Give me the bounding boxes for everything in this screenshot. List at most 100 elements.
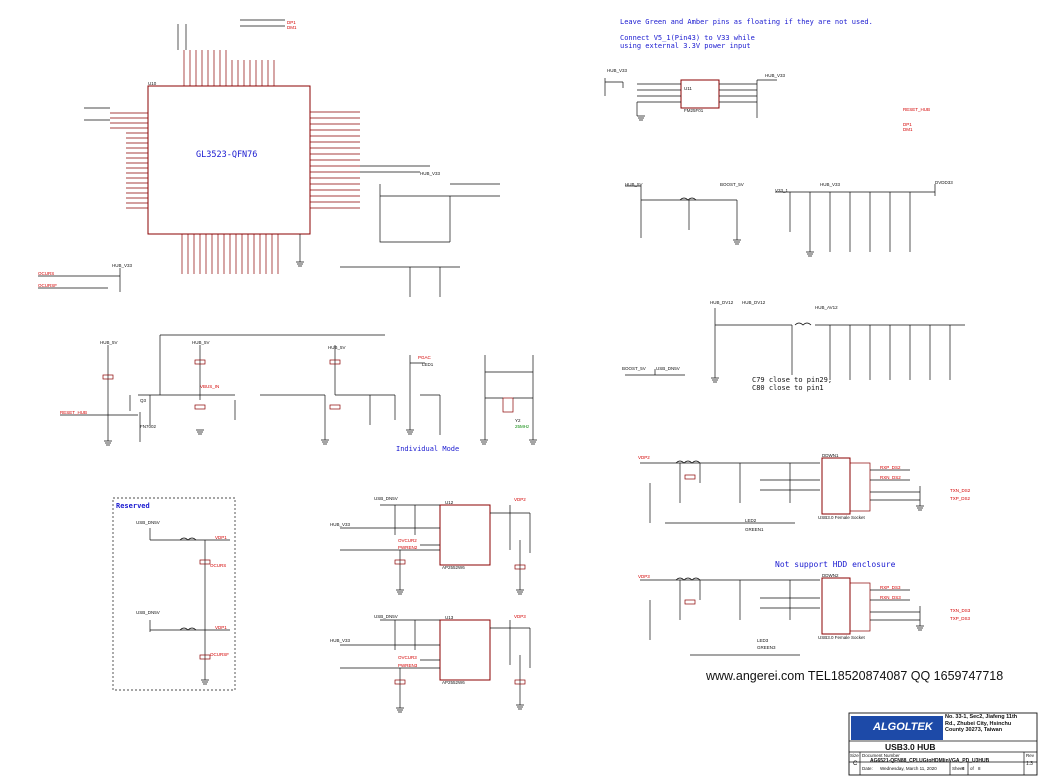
net-hub-v33-chip: HUB_V33: [420, 171, 441, 176]
net-usb-dn5v-res2: USB_DN5V: [136, 610, 160, 615]
net-rxn-ds2: RXN_DS2: [880, 475, 901, 480]
net-vdp1-res2: VDP1: [215, 625, 227, 630]
rev-label: Rev: [1026, 753, 1035, 758]
net-hub-v33-flash: HUB_V33: [607, 68, 628, 73]
main-chip-part: GL3523-QFN76: [196, 150, 258, 160]
net-dm1: DM1: [287, 25, 297, 30]
net-usb-dn5v-u12: USB_DN5V: [374, 496, 398, 501]
net-dp1: DP1: [287, 20, 296, 25]
led2-part: GREEN1: [745, 527, 764, 532]
net-hub-v33-flash-right: HUB_V33: [765, 73, 786, 78]
net-txp-ds3: TXP_DS3: [950, 616, 971, 621]
net-boost-5v: BOOST_5V: [720, 182, 744, 187]
net-hub-5v-reset2: HUB_5V: [328, 345, 346, 350]
size-label: Size: [850, 753, 859, 758]
sheet-number: 8: [962, 766, 965, 771]
net-ovcur2: OVCUR2: [398, 538, 417, 543]
net-rxp-ds2: RXP_DS2: [880, 465, 901, 470]
sheet-title: USB3.0 HUB: [885, 742, 936, 752]
net-ocurs-f: OCURSF: [38, 283, 57, 288]
net-vbus-in: VBUS_IN: [200, 384, 220, 389]
net-hub-v33-u12: HUB_V33: [330, 522, 351, 527]
net-vdp2: VDP2: [638, 455, 650, 460]
led2-ref: LED2: [745, 518, 757, 523]
net-rxn-ds3: RXN_DS3: [880, 595, 901, 600]
led1-ref: LED1: [422, 362, 434, 367]
net-hub-5v-vbus: HUB_5V: [192, 340, 210, 345]
flash-part: FM25F01: [684, 108, 704, 113]
note-cap-1: C79 close to pin29,: [752, 376, 833, 384]
net-dp1-right: DP1: [903, 122, 912, 127]
net-vdp1-res: VDP1: [215, 535, 227, 540]
of-label: of: [970, 766, 974, 771]
doc-label: Document Number: [862, 753, 900, 758]
sheet-label: Sheet: [952, 766, 964, 771]
net-pwren3: PWREN3: [398, 663, 418, 668]
rev-value: 1.3: [1026, 761, 1033, 767]
led3-ref: LED3: [757, 638, 769, 643]
note-individual-mode: Individual Mode: [396, 445, 460, 453]
net-rxp-ds3: RXP_DS3: [880, 585, 901, 590]
date-value: Wednesday, March 11, 2020: [880, 766, 937, 771]
crystal-value: 25MHz: [515, 424, 530, 429]
net-boost-5v-2: BOOST_5V: [622, 366, 646, 371]
watermark-contact: www.angerei.com TEL18520874087 QQ 165974…: [706, 669, 1004, 683]
of-value: 8: [978, 766, 981, 771]
net-dm1-right: DM1: [903, 127, 913, 132]
net-v33-1: V33_1: [775, 188, 789, 193]
flash-ref: U11: [684, 86, 692, 91]
date-label: Date:: [862, 766, 873, 771]
led1-part: PGAC: [418, 355, 431, 360]
note-connect-line1: Connect V5_1(Pin43) to V33 while: [620, 34, 755, 42]
net-vdp3-u13: VDP3: [514, 614, 526, 619]
switch1-ref: U12: [445, 500, 454, 505]
doc-number: AG6521-QFN88_CPLUGtoHDMIinVGA_PD_U3HUB: [870, 758, 990, 764]
port3-part: USB3.0 Female Socket: [818, 635, 865, 640]
crystal-ref: Y2: [515, 418, 521, 423]
net-vdp3: VDP3: [638, 574, 650, 579]
port2-ref: DDWN1: [822, 453, 839, 458]
led3-part: GREEN3: [757, 645, 776, 650]
note-hdd: Not support HDD enclosure: [775, 560, 896, 569]
company-address: No. 33-1, Sec2, Jiafeng 11th Rd., Zhubei…: [945, 714, 1018, 733]
net-hub-v33-u13: HUB_V33: [330, 638, 351, 643]
net-ovcur3: OVCUR3: [398, 655, 417, 660]
mosfet-part: FN7002: [140, 424, 157, 429]
net-vdp2-u12: VDP2: [514, 497, 526, 502]
net-hub-5v-reset: HUB_5V: [100, 340, 118, 345]
net-ocurs-res: OCURS: [210, 563, 227, 568]
net-dvdd33: DVDD33: [935, 180, 953, 185]
note-floating-pins: Leave Green and Amber pins as floating i…: [620, 18, 873, 26]
switch2-part: AP2552W6: [442, 680, 465, 685]
net-hub-v33-ocurs: HUB_V33: [112, 263, 133, 268]
net-usb-dn5v-res1: USB_DN5V: [136, 520, 160, 525]
switch1-part: AP2552W6: [442, 565, 465, 570]
net-hub-v33-cap: HUB_V33: [820, 182, 841, 187]
net-txn-ds3: TXN_DS3: [950, 608, 971, 613]
net-hub-5v-boost: HUB_5V: [625, 182, 643, 187]
net-reset-hub-right: RESET_HUB: [903, 107, 931, 112]
size-value: C: [853, 761, 858, 767]
note-reserved: Reserved: [116, 502, 150, 510]
net-ocurs: OCURS: [38, 271, 55, 276]
company-name: ALGOLTEK: [873, 721, 933, 733]
net-txp-ds2: TXP_DS2: [950, 496, 971, 501]
switch2-ref: U13: [445, 615, 454, 620]
net-usb-dn5v-u13: USB_DN5V: [374, 614, 398, 619]
note-connect-line2: using external 3.3V power input: [620, 42, 751, 50]
net-usb-dn5v-2: USB_DN5V: [656, 366, 680, 371]
note-cap-2: C80 close to pin1: [752, 384, 824, 392]
net-ocurs-f-res: OCURSF: [210, 652, 229, 657]
net-reset-hub: RESET_HUB: [60, 410, 88, 415]
net-txn-ds2: TXN_DS2: [950, 488, 971, 493]
company-logo: [851, 716, 943, 740]
port2-part: USB3.0 Female Socket: [818, 515, 865, 520]
main-chip-ref: U10: [148, 81, 157, 86]
main-chip-outline: [147, 85, 311, 235]
port3-ref: DDWN2: [822, 573, 839, 578]
net-hub-av12: HUB_AV12: [815, 305, 838, 310]
mosfet-ref: Q3: [140, 398, 147, 403]
net-hub-dv12: HUB_DV12: [742, 300, 766, 305]
